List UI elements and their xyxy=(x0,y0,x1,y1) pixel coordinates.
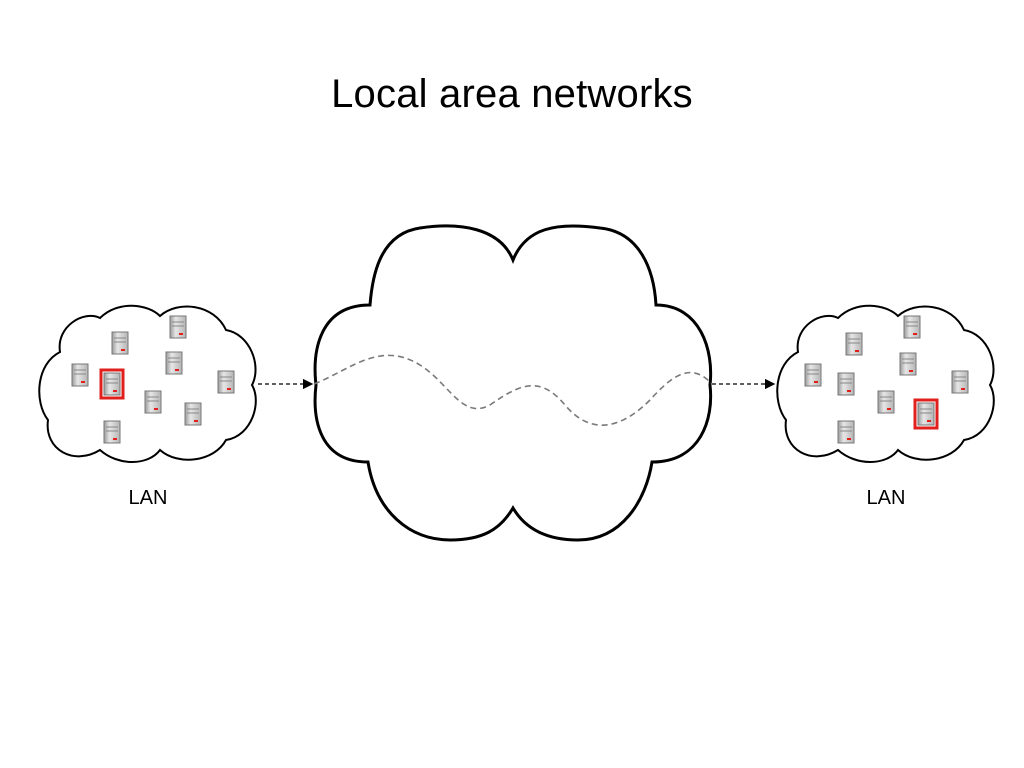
lan-label-right: LAN xyxy=(866,487,906,509)
server-icon xyxy=(837,420,855,444)
lan-servers-left xyxy=(71,315,235,444)
server-icon xyxy=(103,420,121,444)
server-icon xyxy=(144,390,162,414)
server-icon xyxy=(71,363,89,387)
lan-label-left: LAN xyxy=(128,487,168,509)
server-icon xyxy=(184,402,202,426)
server-icon xyxy=(903,315,921,339)
server-icon xyxy=(217,370,235,394)
server-icon xyxy=(951,370,969,394)
server-icon xyxy=(169,315,187,339)
server-icon xyxy=(877,390,895,414)
server-icon xyxy=(899,352,917,376)
lan-servers-right xyxy=(804,315,969,444)
wan-cloud-icon xyxy=(313,224,713,542)
highlighted-server-icon xyxy=(913,398,939,430)
server-icon xyxy=(165,351,183,375)
highlighted-server-icon xyxy=(99,368,125,400)
server-icon xyxy=(845,332,863,356)
slide-title: Local area networks xyxy=(331,72,693,116)
server-icon xyxy=(804,363,822,387)
server-icon xyxy=(837,372,855,396)
lan-cloud-right-icon xyxy=(776,304,995,463)
lan-cloud-left-icon xyxy=(38,304,257,463)
server-icon xyxy=(111,331,129,355)
